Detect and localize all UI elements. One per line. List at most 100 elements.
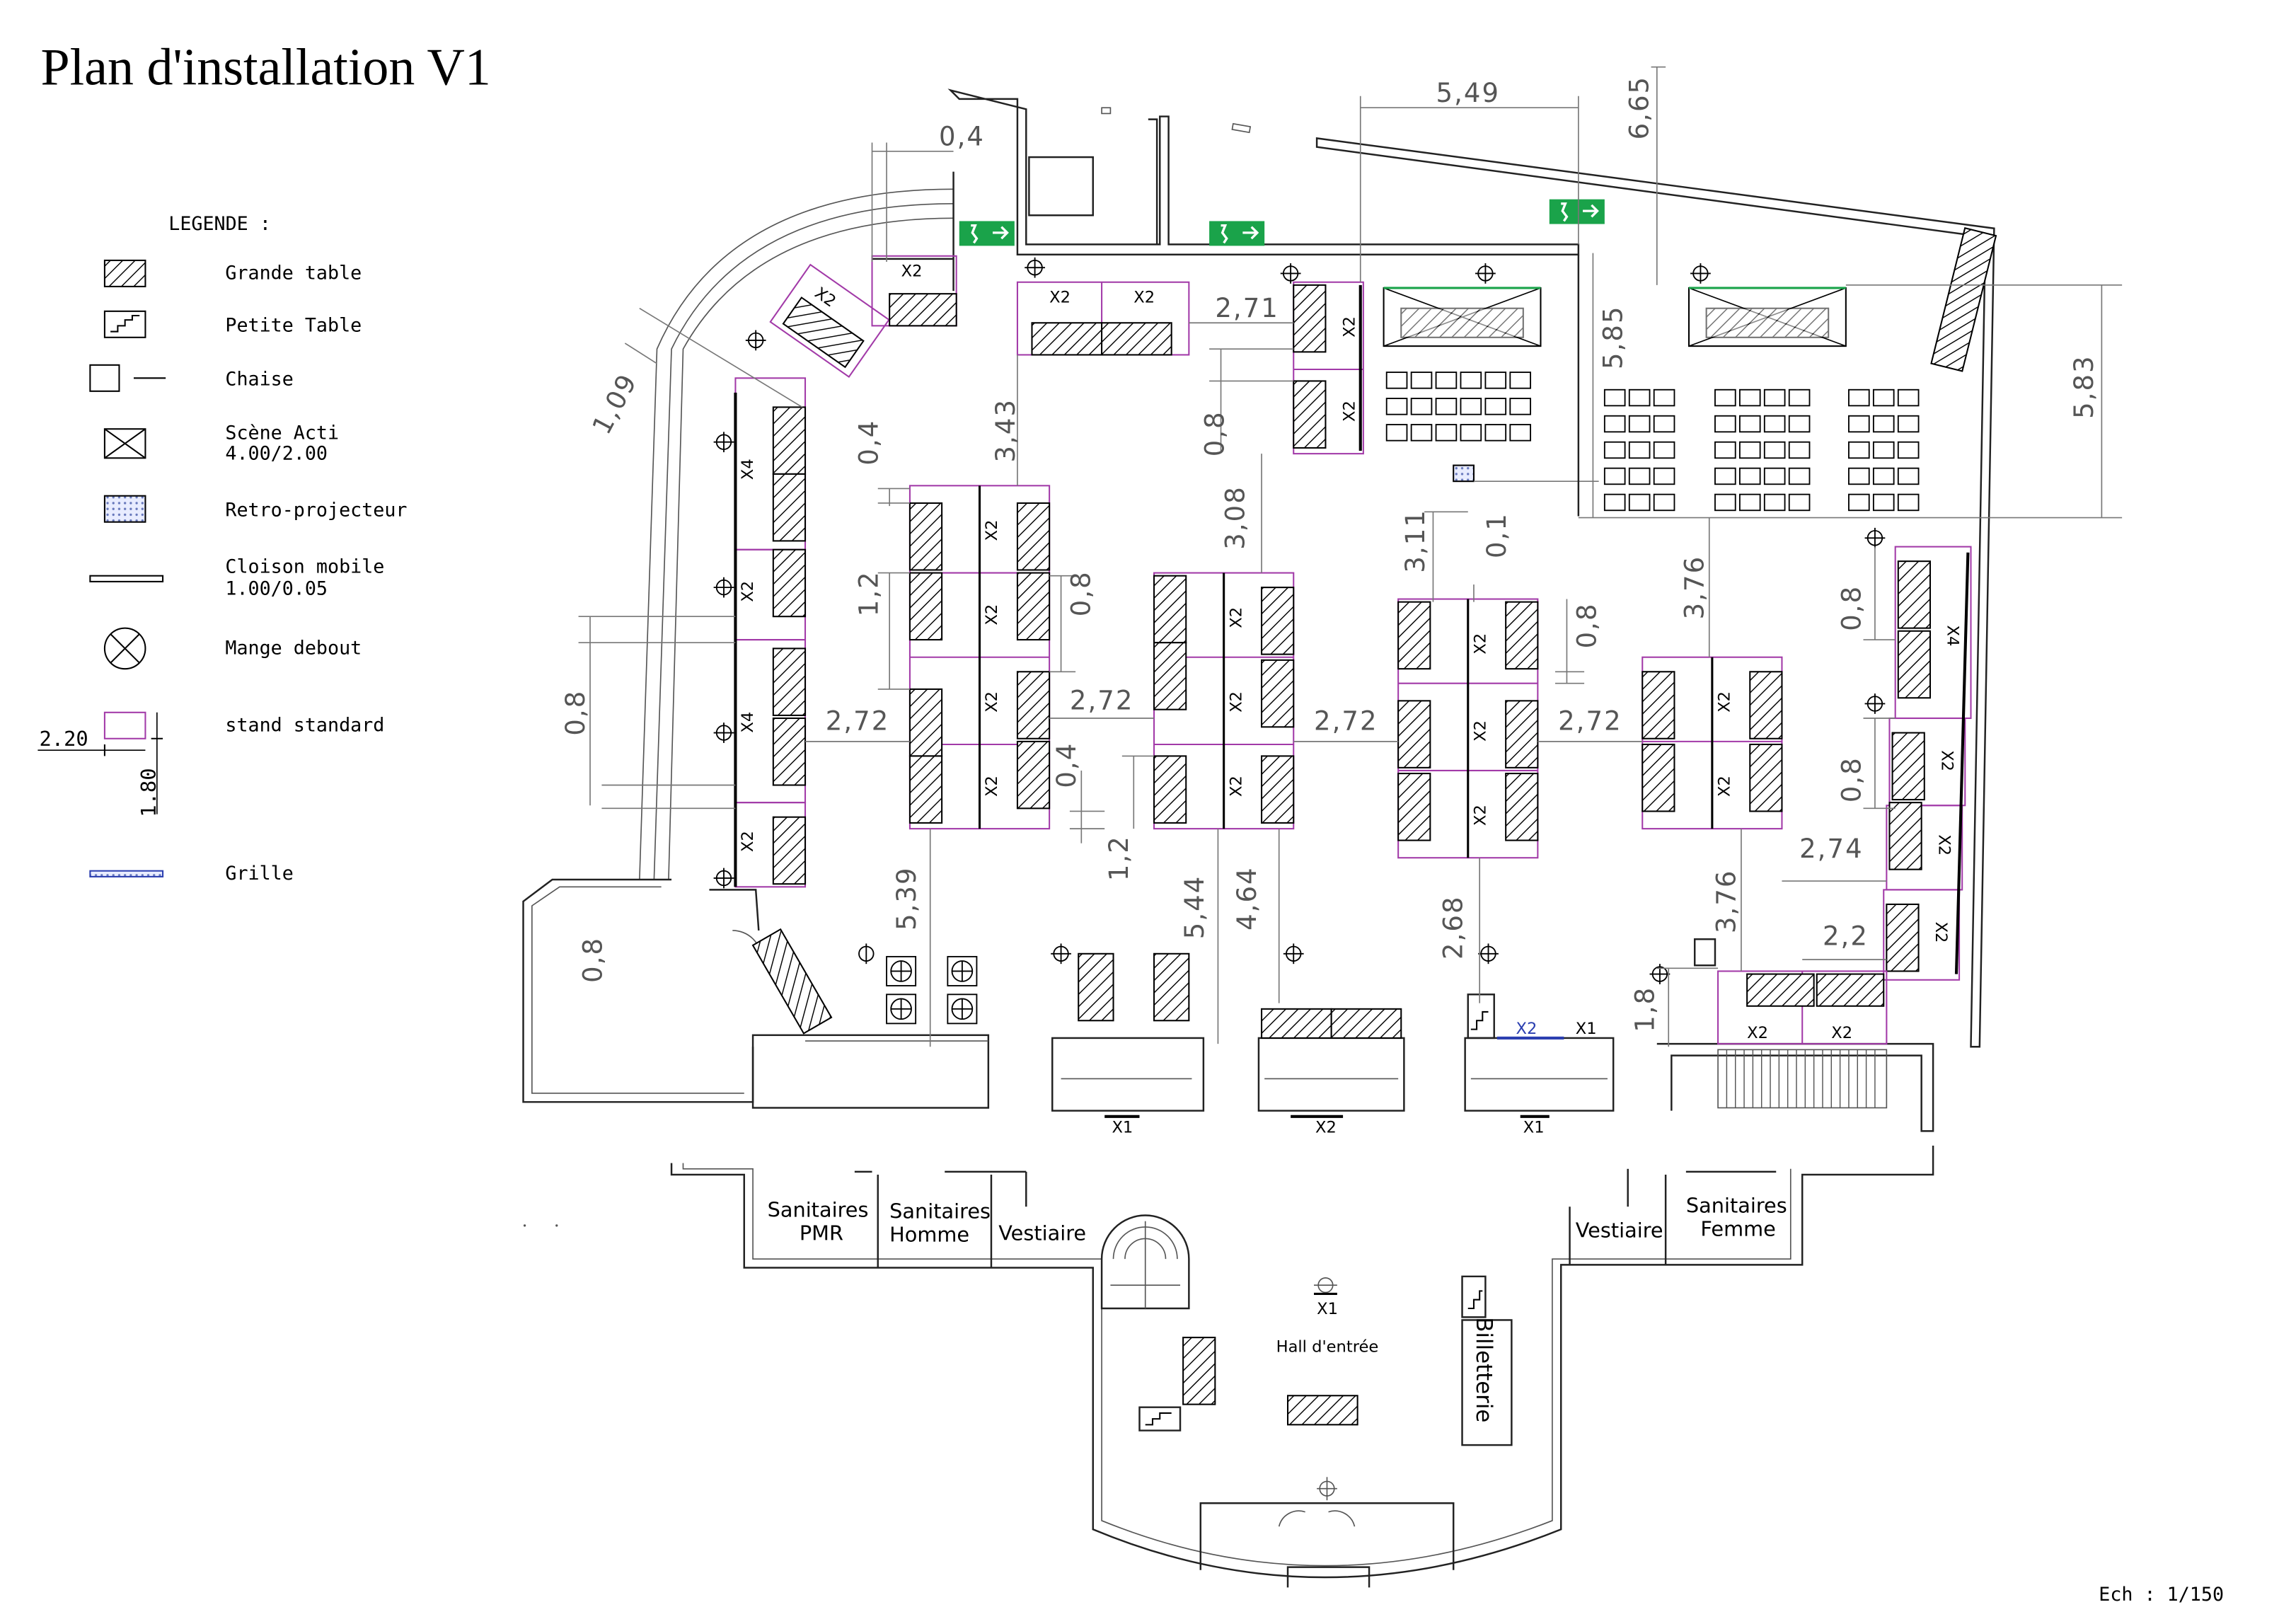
label-x2: X2 — [739, 581, 757, 602]
spiral-stair — [1100, 1214, 1190, 1310]
label-x2: X2 — [1471, 633, 1489, 655]
legend: LEGENDE : Grande table Petite Table Chai… — [37, 213, 407, 885]
legend-grille: Grille — [225, 863, 293, 885]
stage-icon — [103, 428, 146, 459]
legend-scene-size: 4.00/2.00 — [225, 442, 328, 464]
stand-icon — [37, 711, 163, 814]
label-x2: X2 — [1932, 922, 1950, 943]
dim-2-72: 2,72 — [1558, 706, 1622, 736]
dim-3-76: 3,76 — [1680, 555, 1710, 620]
dimension-texts: 0,4 5,49 6,65 2,71 1,09 5,85 5,83 0,4 3,… — [560, 76, 2099, 1032]
standing-table-icon — [103, 627, 146, 670]
dim-1-8: 1,8 — [1630, 986, 1661, 1032]
label-x2: X2 — [1934, 834, 1953, 856]
label-x2: X2 — [983, 691, 1001, 713]
legend-petite-table: Petite Table — [225, 315, 362, 337]
room-pmr: PMR — [800, 1221, 843, 1245]
dim-1-2: 1,2 — [854, 570, 884, 616]
label-x1: X1 — [1317, 1300, 1338, 1318]
label-x2: X2 — [1831, 1024, 1852, 1042]
label-x1: X1 — [1576, 1020, 1597, 1038]
label-x2: X2 — [1227, 607, 1245, 628]
dim-2-72: 2,72 — [1314, 706, 1378, 736]
room-sanitaires-pmr: Sanitaires — [768, 1198, 869, 1222]
dimension-lines — [578, 66, 2123, 1047]
label-x2: X2 — [901, 263, 923, 281]
legend-mange-debout: Mange debout — [225, 638, 362, 660]
label-x2: X2 — [1227, 776, 1245, 797]
chair-icon — [89, 364, 166, 392]
stairs — [1717, 1049, 1888, 1109]
label-x2: X2 — [1341, 401, 1359, 422]
label-x4: X4 — [1944, 626, 1962, 647]
legend-stand: stand standard — [225, 714, 384, 736]
dim-0-4: 0,4 — [939, 122, 985, 152]
building-walls — [522, 88, 1995, 1588]
room-hall: Hall d'entrée — [1276, 1338, 1379, 1357]
label-x2: X2 — [1716, 776, 1734, 797]
projector-icon — [103, 495, 146, 523]
room-sanitaires-femme: Sanitaires — [1686, 1193, 1787, 1217]
dim-2-2: 2,2 — [1823, 921, 1869, 951]
label-x2: X2 — [1227, 691, 1245, 713]
dim-5-49: 5,49 — [1436, 78, 1501, 108]
scale-label: Ech : 1/150 — [2099, 1584, 2224, 1606]
label-x2: X2 — [1341, 316, 1359, 338]
label-x1: X1 — [1523, 1118, 1545, 1136]
dim-5-44: 5,44 — [1179, 875, 1210, 940]
room-sanitaires-homme: Sanitaires — [889, 1199, 991, 1223]
legend-stand-width: 2.20 — [39, 727, 88, 751]
dim-2-72: 2,72 — [826, 706, 890, 736]
room-femme: Femme — [1700, 1216, 1775, 1240]
label-x4: X4 — [739, 459, 757, 480]
label-x2: X2 — [983, 520, 1001, 541]
legend-stand-depth: 1.80 — [137, 768, 161, 817]
dim-5-39: 5,39 — [892, 866, 922, 931]
stands: X4 X2 X4 X2 X2 X2 X2 X2 X2 X2 — [734, 227, 1997, 1318]
exit-sign-icon — [1209, 221, 1265, 246]
petite-table-icon — [103, 310, 146, 338]
label-x4: X4 — [739, 712, 757, 733]
label-x2: X2 — [983, 776, 1001, 797]
legend-cloison: Cloison mobile — [225, 556, 384, 578]
room-vestiaire-left: Vestiaire — [998, 1221, 1086, 1245]
legend-chaise: Chaise — [225, 369, 293, 391]
dim-0-8: 0,8 — [1836, 756, 1867, 802]
room-homme: Homme — [889, 1223, 969, 1247]
exit-sign-icon — [1549, 199, 1605, 224]
dim-6-65: 6,65 — [1624, 76, 1654, 140]
dim-3-08: 3,08 — [1220, 485, 1250, 550]
dim-2-72: 2,72 — [1070, 686, 1134, 716]
dim-5-83: 5,83 — [2069, 355, 2099, 419]
legend-scene: Scène Acti — [225, 422, 339, 444]
dim-0-4: 0,4 — [1051, 742, 1082, 788]
label-x1: X1 — [1112, 1118, 1133, 1136]
page-title: Plan d'installation V1 — [41, 38, 491, 96]
dim-0-1: 0,1 — [1482, 512, 1512, 558]
legend-grande-table: Grande table — [225, 263, 362, 284]
dim-0-8: 0,8 — [560, 690, 591, 736]
standing-tables — [713, 257, 1886, 1025]
legend-heading: LEGENDE : — [168, 213, 271, 235]
dim-0-8: 0,8 — [577, 937, 608, 983]
dim-0-8: 0,8 — [1066, 570, 1097, 616]
label-x2: X2 — [1315, 1118, 1337, 1136]
dim-1-09: 1,09 — [587, 369, 643, 439]
exit-sign-icon — [959, 221, 1015, 246]
label-x2: X2 — [1471, 720, 1489, 742]
room-billetterie: Billetterie — [1471, 1317, 1496, 1422]
label-x2: X2 — [1049, 288, 1071, 306]
dim-5-85: 5,85 — [1598, 305, 1628, 369]
exit-signs — [959, 199, 1605, 246]
dim-1-2: 1,2 — [1104, 835, 1134, 881]
label-x2: X2 — [1747, 1024, 1768, 1042]
label-x2: X2 — [739, 831, 757, 852]
dim-0-8: 0,8 — [1572, 602, 1603, 648]
label-x2: X2 — [1471, 805, 1489, 826]
dim-3-43: 3,43 — [991, 398, 1021, 463]
label-x2: X2 — [1937, 750, 1956, 771]
dim-2-74: 2,74 — [1799, 834, 1864, 864]
legend-retro: Retro-projecteur — [225, 499, 407, 521]
dim-3-11: 3,11 — [1400, 509, 1431, 573]
